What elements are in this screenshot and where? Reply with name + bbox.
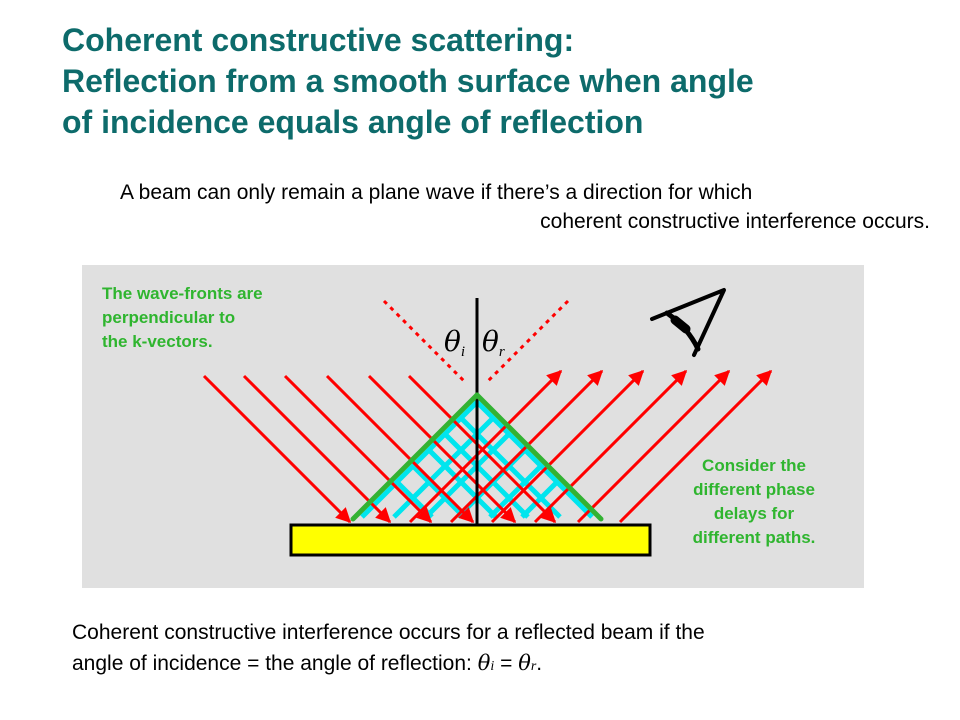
reflecting-surface [289,523,652,557]
intro-line-1: A beam can only remain a plane wave if t… [120,181,753,204]
phase-path-line [488,463,544,519]
incident-ray [325,374,475,524]
title-line-1: Coherent constructive scattering: [62,22,575,58]
phase-path-line [410,463,466,519]
intro-line-2: coherent constructive interference occur… [540,210,930,233]
reflected-ray [490,369,645,524]
phase-note-line-1: Consider the [702,456,806,475]
incident-ray [283,374,433,524]
reflected-ray [576,369,731,524]
phase-note-line-3: delays for [713,504,795,523]
wavefront-note-line-2: perpendicular to [102,308,236,327]
conclusion-line-2: angle of incidence = the angle of reflec… [72,648,932,682]
conclusion-text: Coherent constructive interference occur… [72,618,932,682]
wavefront-note-line-3: the k-vectors. [102,332,213,351]
incident-ray-dotted [382,299,468,385]
phase-path-line [360,400,479,519]
reflected-ray [533,369,688,524]
incident-ray [367,374,517,524]
equation-theta-i: θi [477,651,495,675]
equation-end: . [536,652,543,675]
theta-i-label: θi [444,325,465,360]
phase-note-line-4: different paths. [692,528,816,547]
reflected-wavefront [474,392,604,522]
conclusion-line-1: Coherent constructive interference occur… [72,621,705,644]
reflection-diagram: θi θr The wave-fronts are perpendicular … [82,265,864,588]
reflected-ray [618,369,773,524]
intro-text: A beam can only remain a plane wave if t… [120,178,930,236]
phase-path-line [442,431,530,519]
theta-r-label: θr [482,325,505,360]
incident-ray [242,374,392,524]
title-line-2: Reflection from a smooth surface when an… [62,63,754,99]
conclusion-line-2-text: angle of incidence = the angle of reflec… [72,652,478,675]
slide-title: Coherent constructive scattering: Reflec… [62,20,942,143]
reflected-ray-dotted [484,299,570,385]
title-line-3: of incidence equals angle of reflection [62,104,644,140]
phase-delay-note: Consider the different phase delays for … [654,454,854,550]
incident-wavefront [350,392,480,522]
equation-theta-r: θr [518,651,537,675]
diagram-canvas: θi θr [202,288,773,557]
reflected-ray [408,369,563,524]
phase-path-line [426,447,498,519]
eye-icon [650,288,726,357]
wavefront-note: The wave-fronts are perpendicular to the… [102,282,362,354]
phase-note-line-2: different phase [693,480,815,499]
wavefront-note-line-1: The wave-fronts are [102,284,263,303]
incident-ray [202,374,352,524]
phase-path-line [475,400,594,519]
equation-equals: = [494,652,519,675]
